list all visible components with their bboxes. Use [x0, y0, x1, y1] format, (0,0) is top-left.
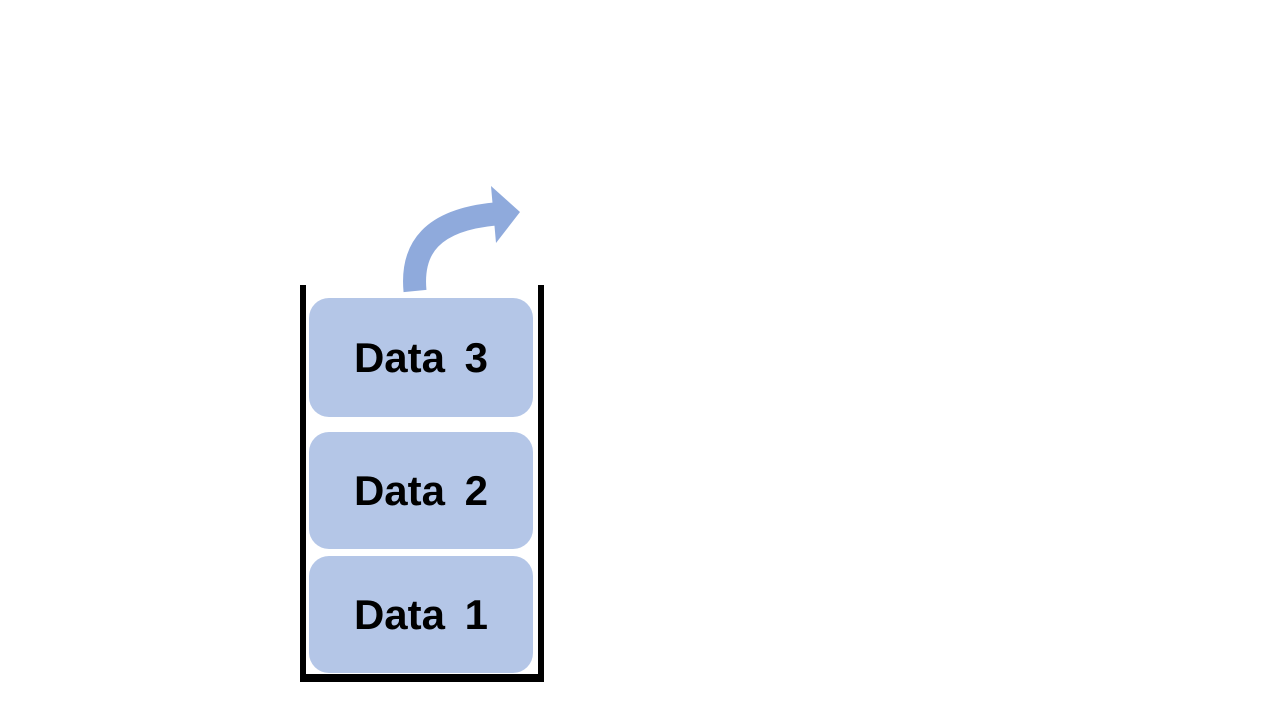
stack-item: Data 3	[309, 298, 533, 417]
pop-arrow-head	[491, 186, 520, 243]
stack-item-label: Data 1	[353, 590, 489, 638]
stack-item-label: Data 3	[353, 333, 489, 381]
stack-item-label: Data 2	[353, 466, 489, 514]
stack-container	[300, 285, 544, 682]
stack-item: Data 1	[309, 556, 533, 673]
stack-item: Data 2	[309, 432, 533, 549]
pop-arrow-shaft	[403, 202, 497, 293]
